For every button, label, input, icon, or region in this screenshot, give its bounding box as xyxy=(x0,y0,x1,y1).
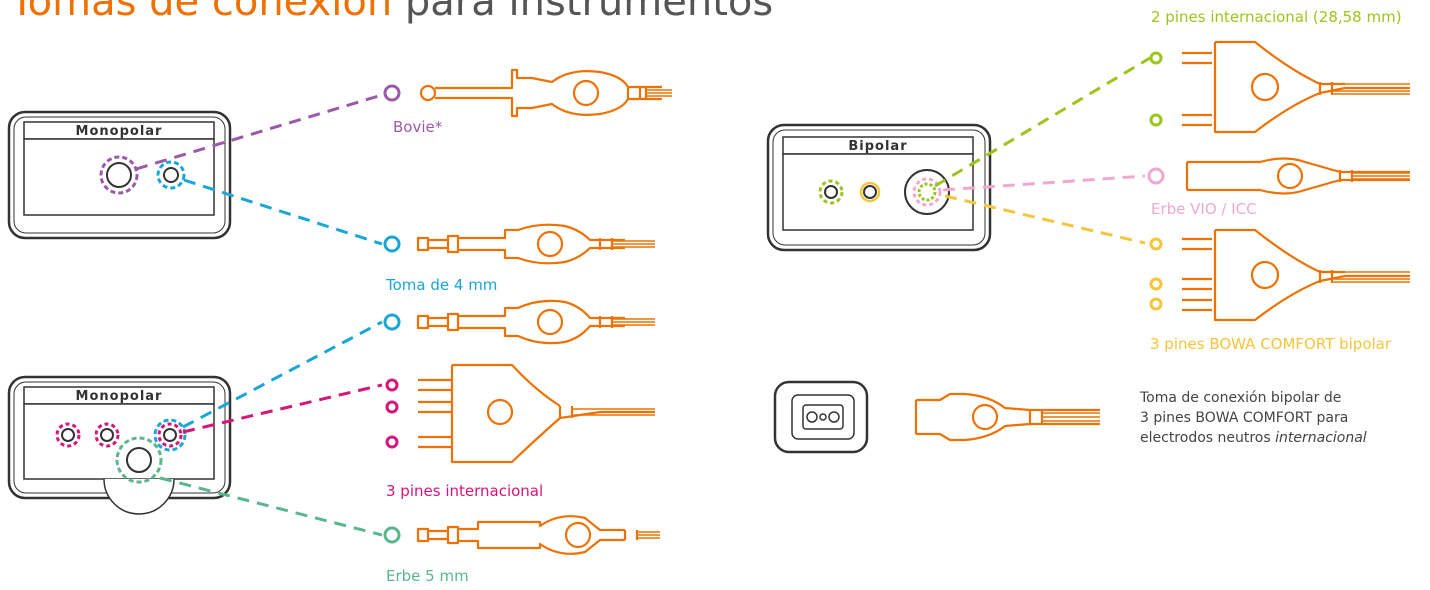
pines3-plug xyxy=(418,363,655,464)
toma4-plug xyxy=(416,223,655,265)
bowa-plug xyxy=(1182,228,1410,322)
erbevio-plug xyxy=(1185,157,1410,195)
label-bovie: Bovie* xyxy=(393,118,443,136)
toma4-plug-2 xyxy=(416,299,655,345)
label-erbe-5mm: Erbe 5 mm xyxy=(386,567,469,585)
note-line-3: electrodos neutros internacional xyxy=(1140,428,1367,448)
label-2-pines: 2 pines internacional (28,58 mm) xyxy=(1151,8,1402,26)
leader-lines xyxy=(135,56,1151,537)
monopolar-label-1: Monopolar xyxy=(76,124,163,139)
monopolar-panel-1: Monopolar xyxy=(7,110,232,240)
note-line-1: Toma de conexión bipolar de xyxy=(1140,390,1342,406)
endpoint-markers xyxy=(383,51,1165,544)
bowa-neutral-note: Toma de conexión bipolar de 3 pines BOWA… xyxy=(1140,388,1367,448)
bowa-neutral-socket xyxy=(773,380,869,454)
bipolar-label: Bipolar xyxy=(848,139,907,154)
monopolar-label-2: Monopolar xyxy=(76,389,163,404)
bipolar-panel: Bipolar xyxy=(766,123,992,252)
erbe5-plug xyxy=(416,515,660,555)
page-title: Tomas de conexión para instrumentos xyxy=(10,0,773,26)
plugs xyxy=(416,40,1410,555)
label-erbe-vio: Erbe VIO / ICC xyxy=(1151,200,1257,218)
note-line-2: 3 pines BOWA COMFORT para xyxy=(1140,410,1349,426)
pines2-plug xyxy=(1182,40,1410,134)
note-italic: internacional xyxy=(1275,430,1367,446)
label-toma-4mm: Toma de 4 mm xyxy=(386,276,498,294)
note-line-3-text: electrodos neutros xyxy=(1140,430,1276,446)
label-bowa-bipolar: 3 pines BOWA COMFORT bipolar xyxy=(1150,335,1392,353)
bowa-neutral-plug xyxy=(914,392,1100,442)
title-accent: Tomas de conexión xyxy=(10,0,393,25)
label-3-pines: 3 pines internacional xyxy=(386,482,544,500)
monopolar-panel-2: Monopolar xyxy=(7,375,232,515)
bovie-plug xyxy=(419,68,672,118)
title-rest: para instrumentos xyxy=(392,0,774,25)
